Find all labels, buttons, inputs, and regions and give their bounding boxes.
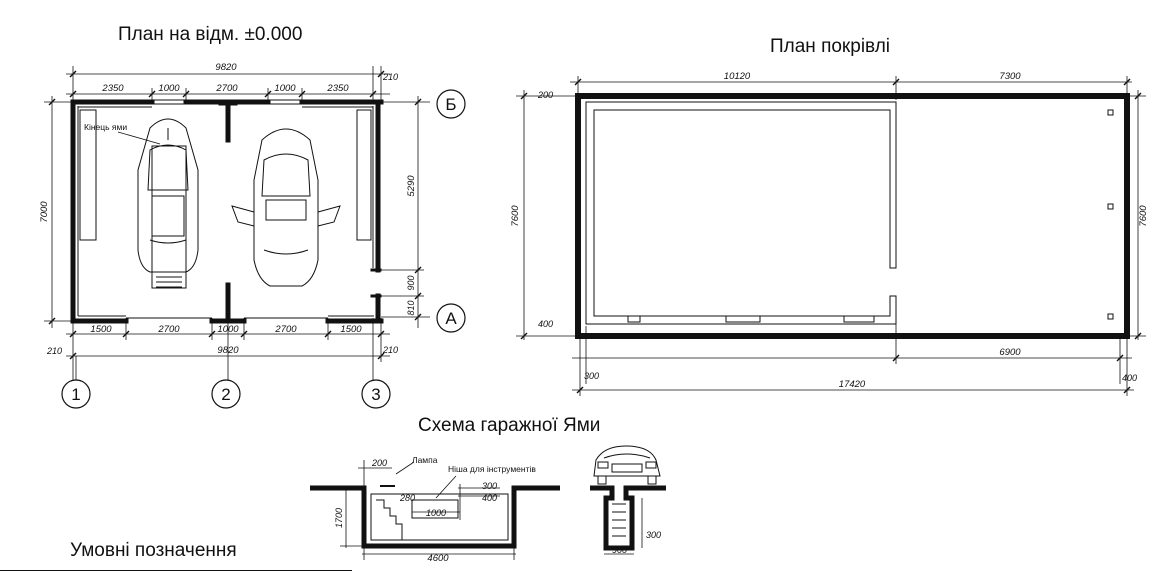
pit-section-inner xyxy=(370,461,509,541)
pit-dim-side-extra: 300 xyxy=(646,530,661,540)
roof-dim-right-height: 7600 xyxy=(1138,205,1149,227)
pit-dim-top-left: 200 xyxy=(371,458,387,468)
dim-top-total: 9820 xyxy=(215,62,237,73)
cross-section-texts: 900 300 xyxy=(612,530,661,555)
pit-dim-niche-len: 1000 xyxy=(426,508,446,518)
dim-top-2: 1000 xyxy=(158,83,180,94)
roof-dim-lines xyxy=(516,76,1146,396)
dim-left-height: 7000 xyxy=(39,201,50,223)
pit-dim-length: 4600 xyxy=(427,553,449,564)
floor-axis-bubbles xyxy=(61,89,466,409)
roof-dim-bottom-mid: 6900 xyxy=(999,347,1021,358)
pit-end-note: Кінець ями xyxy=(84,122,127,132)
pit-scheme-title: Схема гаражної Ями xyxy=(418,415,601,436)
dim-bot-right-ext: 210 xyxy=(382,345,398,355)
axis-2-label: 2 xyxy=(221,385,230,404)
cross-section-walls xyxy=(590,485,666,551)
axis-b-label: Б xyxy=(445,95,456,114)
roof-dim-bottom-total: 17420 xyxy=(839,379,866,390)
floor-plan-title: План на відм. ±0.000 xyxy=(118,24,303,45)
dim-right-1: 5290 xyxy=(406,175,417,197)
floor-ticks xyxy=(48,70,422,360)
pit-dim-side-w: 900 xyxy=(612,545,627,555)
pit-outline xyxy=(151,145,187,289)
car-right xyxy=(231,128,341,287)
pit-dim-depth: 1700 xyxy=(334,508,344,528)
car-left xyxy=(137,118,199,273)
dim-bot-left-ext: 210 xyxy=(46,346,62,356)
legend-underline xyxy=(0,570,352,571)
roof-dim-top-1: 10120 xyxy=(724,71,751,82)
pit-dim-niche-w: 280 xyxy=(399,493,415,503)
roof-dim-left-bottom: 400 xyxy=(538,319,553,329)
axis-3-label: 3 xyxy=(371,385,380,404)
floor-dim-bottom xyxy=(66,318,390,380)
pit-end-leader xyxy=(117,131,161,145)
roof-inner xyxy=(585,101,1114,325)
axis-a-label: А xyxy=(445,309,457,328)
pit-section-texts: 200 Лампа Ніша для інструментів 280 300 … xyxy=(334,455,536,564)
pit-dim-niche-h2: 400 xyxy=(482,493,497,503)
pit-cross-section xyxy=(590,445,666,555)
legend-title: Умовні позначення xyxy=(70,540,237,561)
floor-dim-side xyxy=(44,96,424,328)
floor-inner-lines xyxy=(77,99,374,319)
floor-texts: 9820 2350 1000 2700 1000 2350 210 1500 2… xyxy=(39,62,457,404)
roof-dim-left-height: 7600 xyxy=(510,205,521,227)
dim-bot-3: 1000 xyxy=(217,324,239,335)
roof-ticks xyxy=(520,78,1142,394)
pit-dim-niche-h1: 300 xyxy=(482,481,497,491)
dim-right-3: 810 xyxy=(406,300,416,315)
pit-niche-note: Ніша для інструментів xyxy=(448,464,536,474)
axis-1-label: 1 xyxy=(71,385,80,404)
pit-section-dims xyxy=(340,460,516,560)
car-front-view xyxy=(593,445,661,485)
dim-top-1: 2350 xyxy=(101,83,124,94)
floor-walls xyxy=(70,99,384,324)
roof-dim-left-top: 200 xyxy=(537,90,553,100)
floor-dim-top xyxy=(66,66,430,318)
pit-lamp-note: Лампа xyxy=(412,455,438,465)
roof-outline xyxy=(575,93,1130,339)
cross-section-dims xyxy=(604,498,643,555)
dim-bot-4: 2700 xyxy=(274,324,297,335)
dim-top-5: 2350 xyxy=(326,83,349,94)
dim-bot-total: 9820 xyxy=(217,345,239,356)
dim-top-4: 1000 xyxy=(274,83,296,94)
dim-bot-1: 1500 xyxy=(90,324,112,335)
dim-top-3: 2700 xyxy=(215,83,238,94)
roof-texts: 10120 7300 200 400 7600 7600 6900 300 40… xyxy=(510,71,1149,390)
dim-bot-5: 1500 xyxy=(340,324,362,335)
roof-dim-bottom-right: 400 xyxy=(1122,373,1137,383)
dim-bot-2: 2700 xyxy=(157,324,180,335)
cross-section-steps xyxy=(612,503,626,537)
dim-top-right-ext: 210 xyxy=(382,72,398,82)
floor-plan xyxy=(44,66,466,409)
roof-plan-title: План покрівлі xyxy=(770,36,891,57)
roof-dim-top-2: 7300 xyxy=(999,71,1021,82)
dim-right-2: 900 xyxy=(406,275,416,290)
roof-plan xyxy=(516,76,1146,396)
roof-dim-bottom-left: 300 xyxy=(584,371,599,381)
pit-section xyxy=(310,460,560,560)
